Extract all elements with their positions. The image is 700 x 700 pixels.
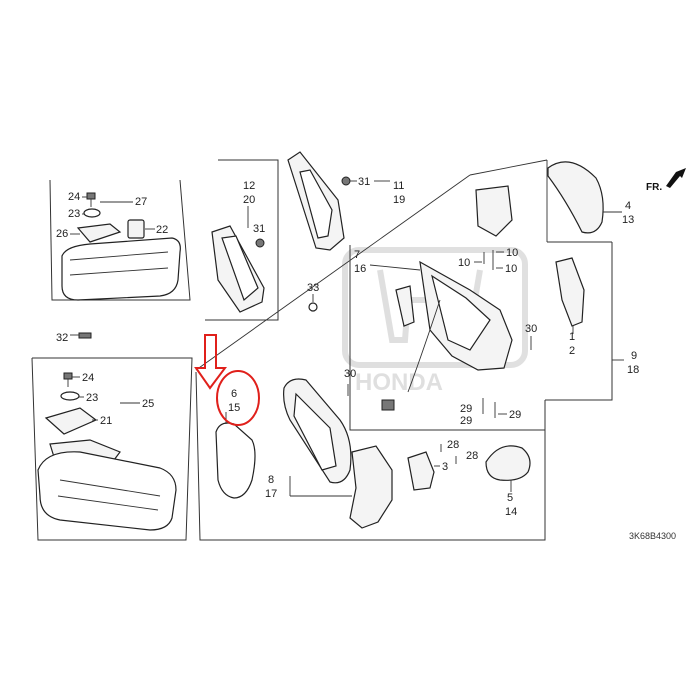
front-direction-arrow [666, 168, 686, 188]
callout-9: 9 [631, 350, 637, 362]
callout-23-b: 23 [86, 392, 98, 404]
callout-29-a: 29 [460, 403, 472, 415]
callout-10-b: 10 [458, 257, 470, 269]
callout-11: 11 [393, 180, 404, 192]
highlight-arrow [194, 334, 227, 390]
callout-26: 26 [56, 228, 68, 240]
callout-24-b: 24 [82, 372, 94, 384]
callout-10-a: 10 [506, 247, 518, 259]
callout-30: 30 [525, 323, 537, 335]
callout-30-b: 30 [344, 368, 356, 380]
callout-29-c: 29 [509, 409, 521, 421]
callout-31-b: 31 [358, 176, 370, 188]
inner-mirror-box [49, 179, 191, 339]
bracket-part [555, 257, 585, 327]
callout-14: 14 [505, 506, 517, 518]
front-direction-label: FR. [646, 182, 662, 193]
brand-watermark-text: HONDA [355, 369, 443, 396]
harness-part [407, 444, 457, 491]
callout-17: 17 [265, 488, 277, 500]
callout-22: 22 [156, 224, 168, 236]
callout-33: 33 [307, 282, 319, 294]
callout-2: 2 [569, 345, 575, 357]
highlight-circle [216, 370, 260, 426]
callout-15: 15 [228, 402, 240, 414]
callout-3: 3 [442, 461, 448, 473]
callout-18: 18 [627, 364, 639, 376]
cover-part [287, 151, 351, 251]
mirror-holder [283, 378, 393, 529]
callout-7: 7 [354, 249, 360, 261]
auto-dim-mirror-box [31, 357, 193, 541]
callout-19: 19 [393, 194, 405, 206]
callout-28-b: 28 [466, 450, 478, 462]
lower-cover [485, 445, 531, 481]
diagram-code: 3K68B4300 [629, 531, 676, 541]
callout-13: 13 [622, 214, 634, 226]
callout-29-b: 29 [460, 415, 472, 427]
callout-23: 23 [68, 208, 80, 220]
callout-21: 21 [100, 415, 112, 427]
callout-1: 1 [569, 331, 575, 343]
callout-6: 6 [231, 388, 237, 400]
callout-32: 32 [56, 332, 68, 344]
callout-5: 5 [507, 492, 513, 504]
skull-cap [547, 161, 604, 234]
garnish-box [205, 159, 279, 321]
callout-25: 25 [142, 398, 154, 410]
callout-24: 24 [68, 191, 80, 203]
callout-4: 4 [625, 200, 631, 212]
callout-16: 16 [354, 263, 366, 275]
callout-31: 31 [253, 223, 265, 235]
callout-20: 20 [243, 194, 255, 206]
housing-box [349, 185, 546, 431]
mirror-glass [215, 412, 256, 499]
callout-28-a: 28 [447, 439, 459, 451]
callout-8: 8 [268, 474, 274, 486]
callout-27: 27 [135, 196, 147, 208]
callout-12: 12 [243, 180, 255, 192]
callout-10-c: 10 [505, 263, 517, 275]
